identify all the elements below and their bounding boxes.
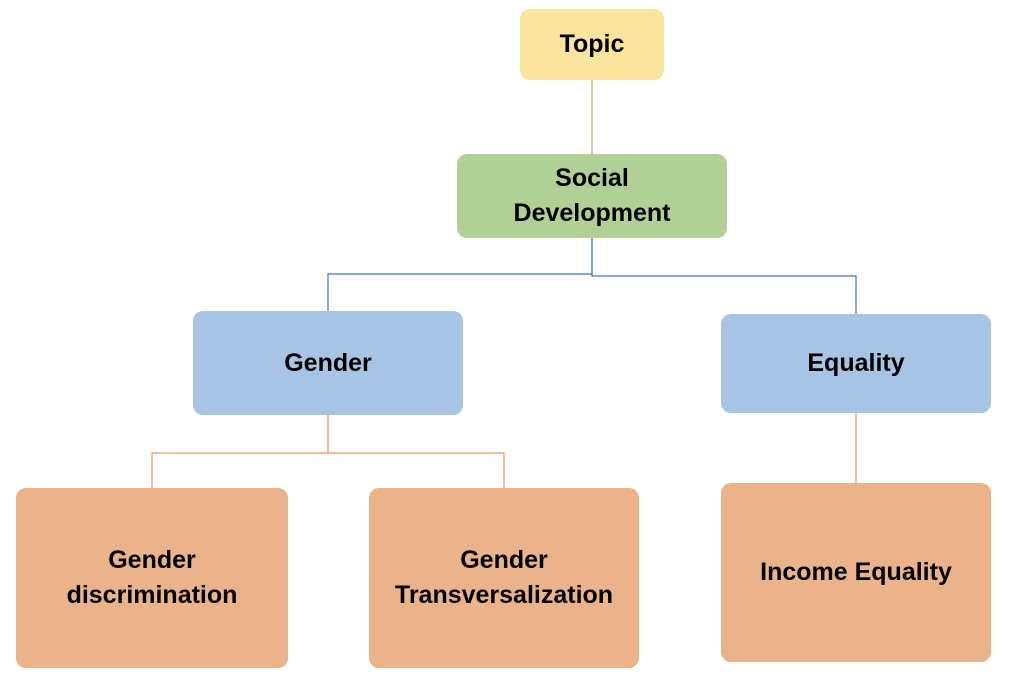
node-gender: Gender — [193, 311, 463, 415]
node-topic: Topic — [520, 9, 664, 80]
node-equality: Equality — [721, 314, 991, 413]
connector-social-equality — [591, 238, 857, 314]
node-social-development: Social Development — [457, 154, 727, 238]
node-gender-transversalization: Gender Transversalization — [369, 488, 639, 668]
node-gender-discrimination: Gender discrimination — [16, 488, 288, 668]
node-income-equality: Income Equality — [721, 483, 991, 662]
connector-social-gender — [327, 238, 593, 311]
connector-gender-discrimination — [151, 415, 329, 488]
connector-gender-transversalization — [327, 415, 505, 488]
